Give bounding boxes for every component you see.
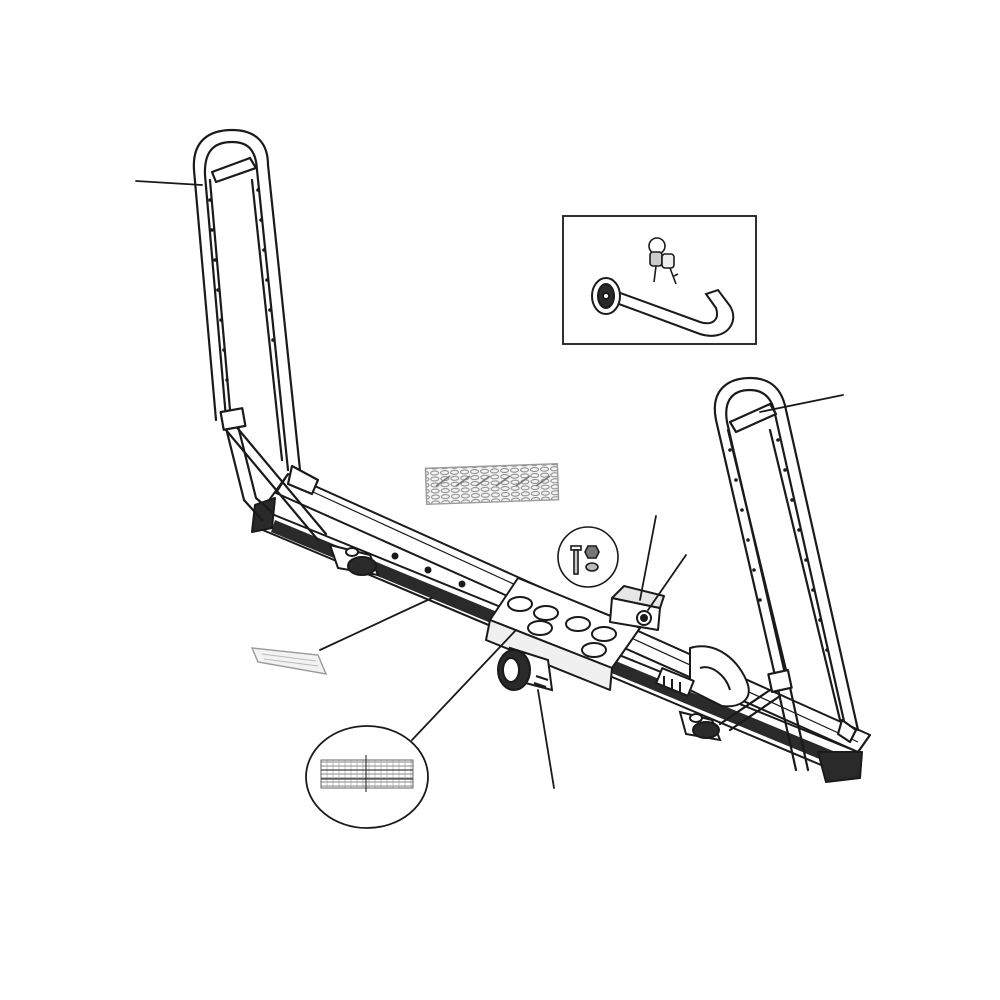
leader-rail-detail xyxy=(411,629,517,741)
hitch-pin xyxy=(636,610,652,626)
left-upright-holes xyxy=(208,188,275,382)
left-upright-arm xyxy=(192,128,328,542)
rail-detail-inset xyxy=(305,725,429,829)
leader-lines xyxy=(135,180,844,789)
right-upright-holes xyxy=(728,438,829,652)
hardware-inset xyxy=(557,526,619,588)
right-cradle xyxy=(655,645,750,708)
leader-hitch-clip xyxy=(647,554,687,611)
leader-right-upright xyxy=(759,394,844,413)
reflector xyxy=(250,647,328,675)
leader-reflector xyxy=(319,597,433,651)
lock-pin-icon xyxy=(591,277,735,337)
ratchet-strap xyxy=(424,462,560,506)
nut-icon xyxy=(584,545,600,572)
bolt-icon xyxy=(570,545,582,575)
left-arm-knob xyxy=(328,543,380,577)
leader-hitch-pin xyxy=(639,515,657,601)
right-arm-knob xyxy=(678,710,722,742)
keys-icon xyxy=(648,237,679,285)
leader-hitch-knob xyxy=(537,689,555,789)
leader-left-upright xyxy=(135,180,203,186)
lock-kit-inset xyxy=(562,215,757,345)
hitch-knob xyxy=(497,646,554,692)
